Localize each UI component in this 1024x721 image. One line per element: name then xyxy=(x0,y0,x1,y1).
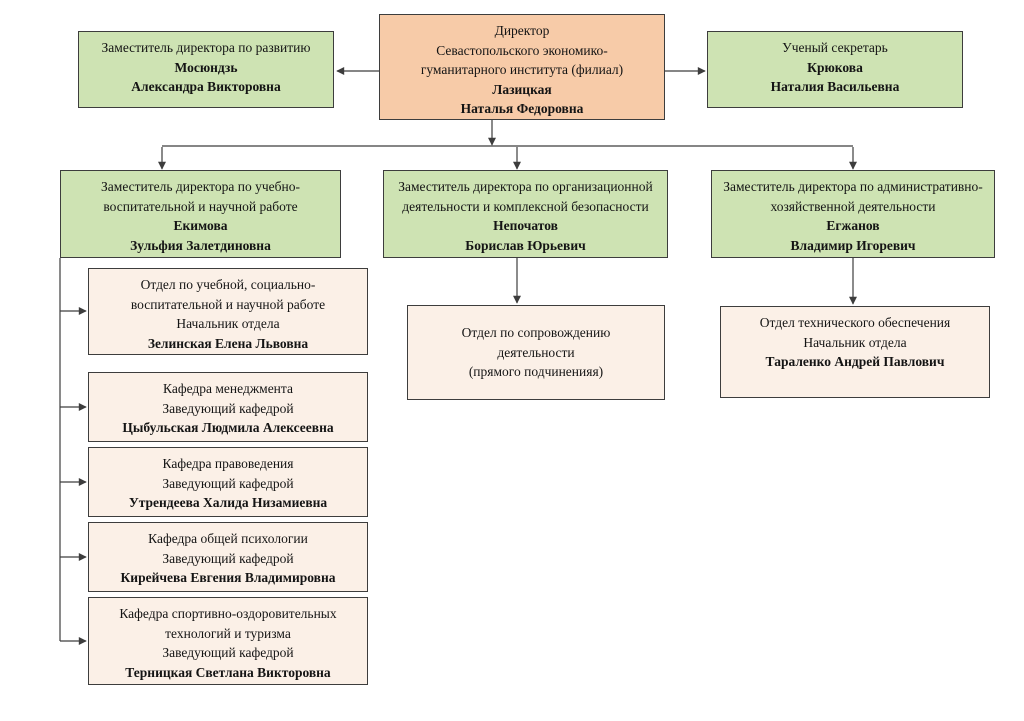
box-line: Отдел по учебной, социально- xyxy=(140,277,316,292)
box-line: технологий и туризма xyxy=(165,625,291,641)
box-line: Наталия Васильевна xyxy=(770,79,900,94)
box-line: Заместитель директора по административно… xyxy=(723,179,983,194)
box-line: Кафедра менеджмента xyxy=(163,381,293,396)
box-line: Отдел технического обеспечения xyxy=(759,315,951,330)
box-line: Кафедра спортивно-оздоровительных xyxy=(119,606,337,621)
box-line: Крюкова xyxy=(807,59,863,75)
box-line: воспитательной и научной работе xyxy=(130,296,326,312)
box-line: (прямого подчиненияя) xyxy=(468,364,604,380)
box-line: Заведующий кафедрой xyxy=(162,645,294,660)
box-dept-sport: Кафедра спортивно-оздоровительных техноло… xyxy=(88,597,368,685)
box-line: Екимова xyxy=(173,218,228,233)
box-line: Начальник отдела xyxy=(803,334,907,350)
box-line: Ученый секретарь xyxy=(782,40,888,55)
box-line: Утрендеева Халида Низамиевна xyxy=(128,495,328,510)
box-line: Терницкая Светлана Викторовна xyxy=(125,664,331,680)
box-line: Зульфия Залетдиновна xyxy=(130,237,271,253)
box-line: гуманитарного института (филиал) xyxy=(420,62,624,77)
box-line: Начальник отдела xyxy=(176,316,280,331)
box-line: Наталья Федоровна xyxy=(460,101,584,116)
box-line: Заведующий кафедрой xyxy=(162,550,294,566)
box-line: Севастопольского экономико- xyxy=(436,42,608,58)
box-line: Заведующий кафедрой xyxy=(162,400,294,416)
box-line: Лазицкая xyxy=(492,81,552,97)
box-line: Заместитель директора по организационной xyxy=(398,179,653,194)
box-dept-support: Отдел по сопровождению деятельности (прямо… xyxy=(407,305,665,400)
box-line: воспитательной и научной работе xyxy=(103,198,298,214)
box-dept-edu-social: Отдел по учебной, социально-воспитательн… xyxy=(88,268,368,355)
box-line: Александра Викторовна xyxy=(131,79,281,94)
box-line: Мосюндзь xyxy=(174,59,238,75)
box-line: хозяйственной деятельности xyxy=(770,198,936,214)
box-line: Цыбульская Людмила Алексеевна xyxy=(122,420,334,435)
box-deputy-education: Заместитель директора по учебно-воспитат… xyxy=(60,170,341,258)
box-line: Тараленко Андрей Павлович xyxy=(765,354,945,369)
box-line: Заместитель директора по учебно- xyxy=(101,179,300,194)
box-line: Зелинская Елена Львовна xyxy=(147,335,309,351)
box-line: Заведующий кафедрой xyxy=(162,475,294,491)
box-deputy-administrative: Заместитель директора по административно… xyxy=(711,170,995,258)
box-line: Егжанов xyxy=(826,218,880,233)
box-line: Борислав Юрьевич xyxy=(465,237,586,253)
box-line: Кирейчева Евгения Владимировна xyxy=(120,570,336,585)
box-deputy-organizational: Заместитель директора по организационной… xyxy=(383,170,668,258)
box-line: деятельности и комплексной безопасности xyxy=(402,198,649,214)
box-line: Непочатов xyxy=(493,218,558,233)
box-line: Директор xyxy=(494,23,550,38)
box-line: деятельности xyxy=(497,344,575,360)
box-line: Кафедра общей психологии xyxy=(148,531,308,546)
box-line: Кафедра правоведения xyxy=(162,456,294,471)
box-line: Отдел по сопровождению xyxy=(461,325,611,341)
box-line: Заместитель директора по развитию xyxy=(101,40,311,55)
box-line: Владимир Игоревич xyxy=(790,237,916,253)
